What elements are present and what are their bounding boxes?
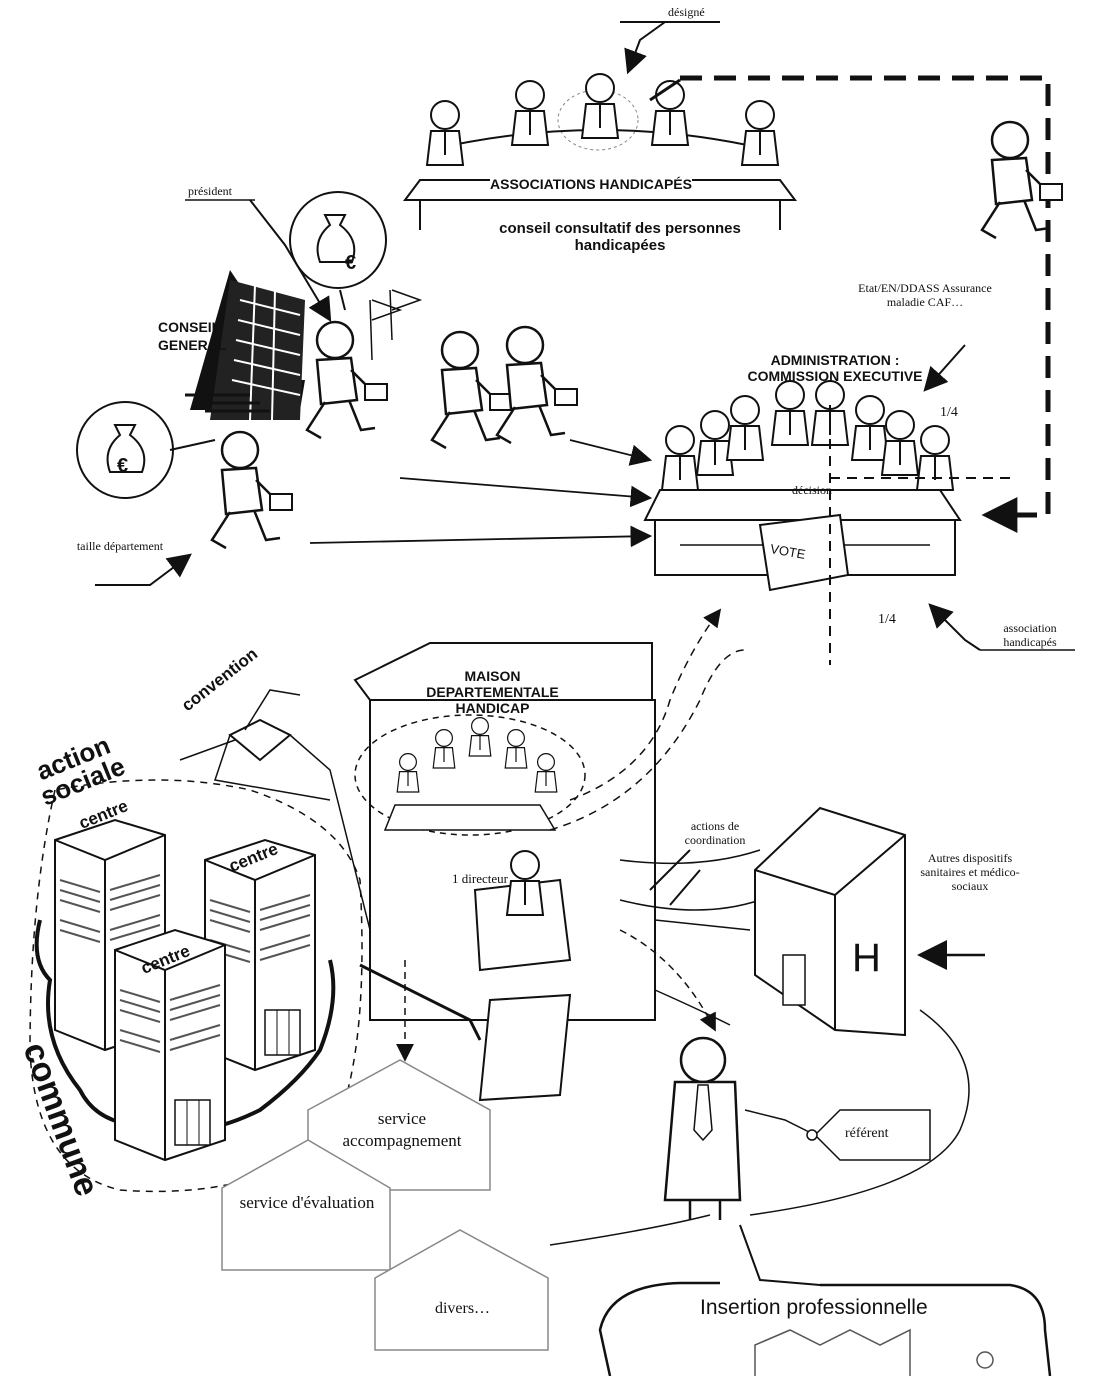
president-label: président — [188, 185, 232, 199]
service-divers-shape — [375, 1230, 548, 1350]
associations-handicapes-label: ASSOCIATIONS HANDICAPÉS — [490, 176, 692, 192]
actions-coordination-label: actions de coordination — [660, 820, 770, 848]
autres-dispositifs-label: Autres dispositifs sanitaires et médico-… — [920, 852, 1020, 893]
service-evaluation-label: service d'évaluation — [232, 1192, 382, 1214]
directeur-label: 1 directeur — [452, 872, 508, 887]
quarter-bottom-label: 1/4 — [878, 612, 896, 628]
hospital-letter: H — [852, 935, 881, 981]
decision-label: décision — [792, 484, 832, 498]
service-divers-label: divers… — [390, 1300, 535, 1318]
conseil-general-label: CONSEIL GENERAL — [158, 318, 238, 354]
association-handicapes-label: association handicapés — [985, 622, 1075, 650]
euro-symbol-top: € — [345, 252, 356, 275]
insertion-professionnelle-label: Insertion professionnelle — [700, 1296, 928, 1320]
designe-arrow — [628, 22, 665, 72]
taille-departement-arrow — [95, 555, 190, 585]
conseil-consultatif-group — [405, 22, 795, 230]
service-accompagnement-label: service accompagnement — [322, 1108, 482, 1152]
designe-label: désigné — [668, 6, 705, 20]
money-bag-top — [290, 192, 386, 310]
conseil-consultatif-label: conseil consultatif des personnes handic… — [495, 220, 745, 255]
commission-executive-label: ADMINISTRATION : COMMISSION EXECUTIVE — [745, 352, 925, 384]
taille-departement-label: taille département — [75, 540, 165, 554]
referent-label: référent — [845, 1126, 889, 1142]
etat-assurance-caf-label: Etat/EN/DDASS Assurance maladie CAF… — [850, 282, 1000, 310]
beneficiary-figure — [665, 1038, 740, 1220]
euro-symbol-left: € — [117, 455, 128, 478]
quarter-top-label: 1/4 — [940, 405, 958, 421]
money-bag-left — [77, 402, 215, 498]
maison-departementale-label: MAISON DEPARTEMENTALE HANDICAP — [405, 668, 580, 716]
hospital-building — [755, 808, 905, 1035]
